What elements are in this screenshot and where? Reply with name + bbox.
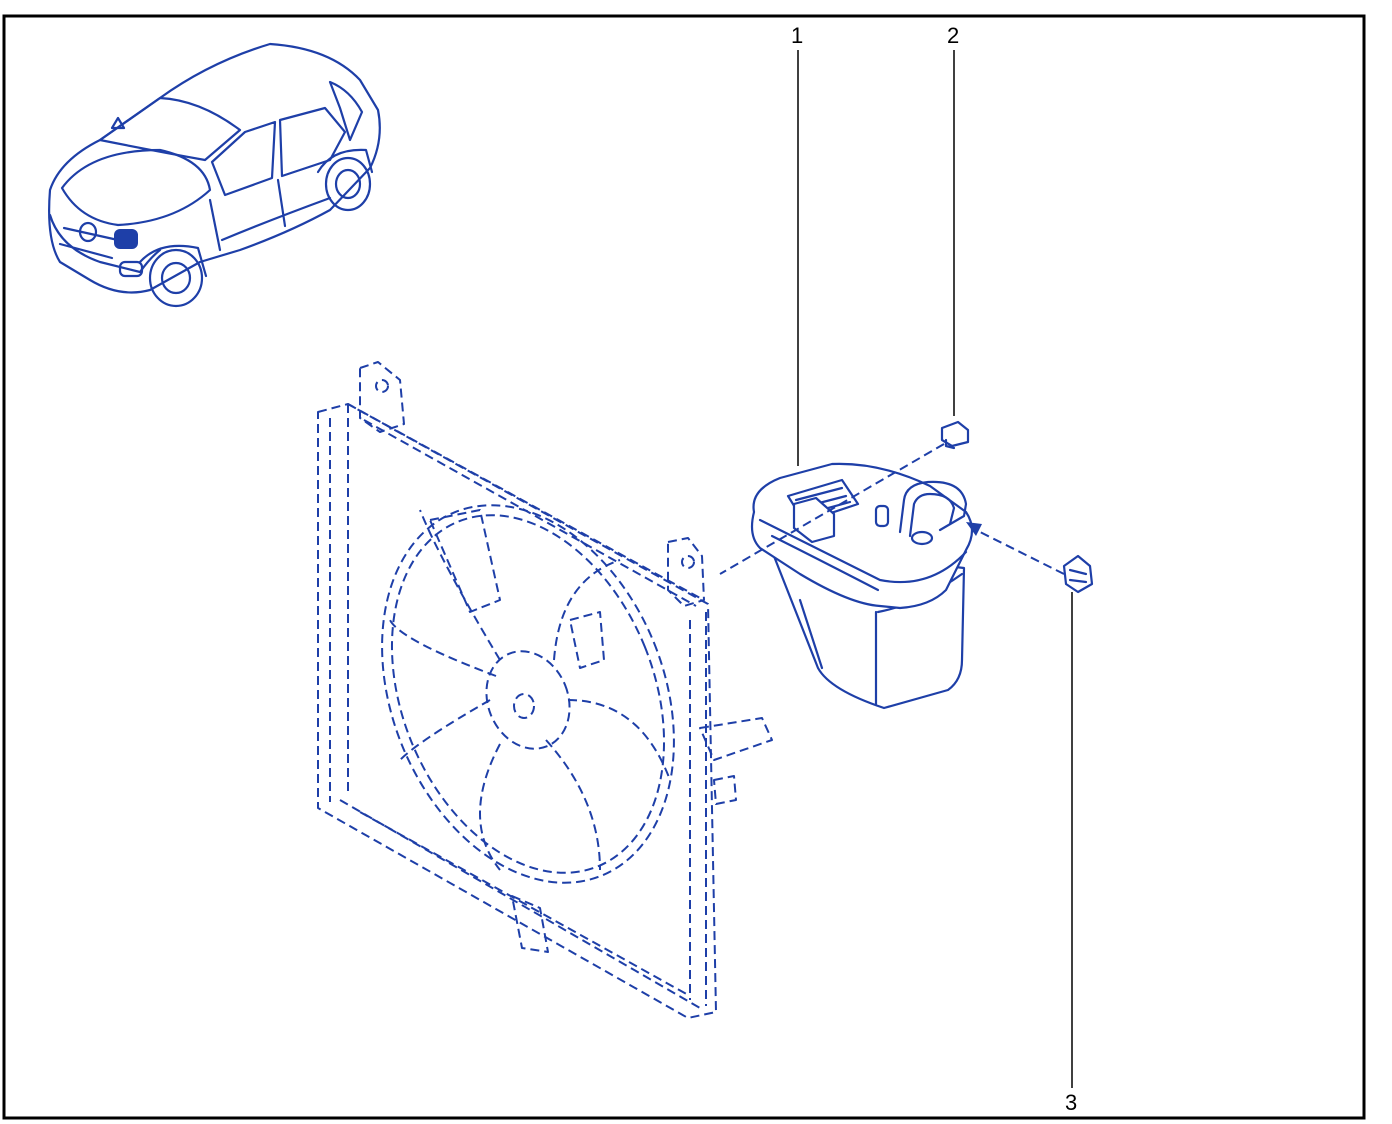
callout-label-3: 3 — [1065, 1090, 1077, 1115]
assembly-line-bolt — [719, 443, 945, 575]
radiator-fan-assembly — [317, 361, 773, 1019]
callout-1: 1 — [791, 23, 803, 466]
diagram-border — [2, 14, 1366, 1120]
assembly-line-clip — [971, 527, 1065, 575]
arrow-head-clip — [966, 522, 982, 536]
callout-3: 3 — [1065, 592, 1077, 1115]
callout-label-2: 2 — [947, 23, 959, 48]
bolt — [940, 420, 970, 450]
expansion-tank — [750, 462, 974, 710]
callout-2: 2 — [947, 23, 959, 416]
hose-clip — [1062, 554, 1094, 594]
callout-label-1: 1 — [791, 23, 803, 48]
vehicle-locator-illustration — [48, 42, 381, 308]
